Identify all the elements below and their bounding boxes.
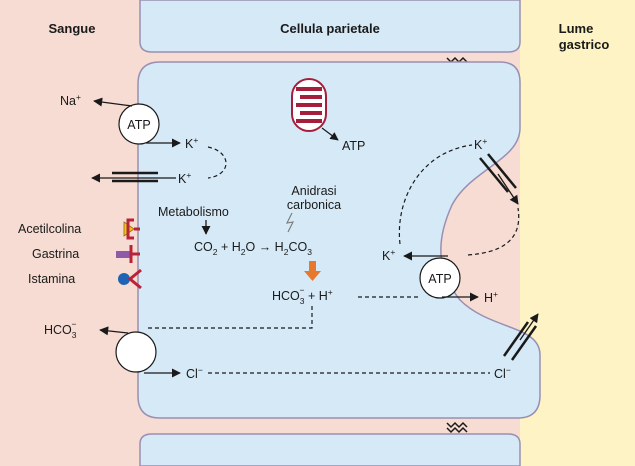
k-apical-in-label: K+ [382, 247, 395, 263]
bicarbonate-blood-label: HCO3− [44, 319, 77, 340]
carbonic-anhydrase-line2: carbonica [287, 198, 341, 212]
histamine-receptor-icon [118, 268, 142, 290]
acetylcholine-label: Acetilcolina [18, 222, 81, 236]
k-apical-out-label: K+ [474, 136, 487, 152]
reaction-equation: CO2 + H2O → H2CO3 [194, 240, 312, 257]
lumen-heading-line2: gastrico [559, 37, 610, 52]
bicarbonate-to-exchanger-dashed [148, 306, 313, 329]
k-in-label: K+ [185, 135, 198, 151]
lower-neighbor-cell [139, 433, 521, 466]
gastrin-receptor-icon [116, 245, 140, 263]
na-label: Na+ [60, 92, 81, 108]
bicarbonate-proton-label: HCO3− + H+ [272, 285, 333, 306]
lumen-heading-line1: Lume [559, 21, 594, 36]
mitochondrion-atp-label: ATP [342, 139, 365, 153]
k-channel-apical [479, 153, 517, 193]
parietal-cell [137, 61, 541, 419]
blood-region [0, 0, 140, 466]
chloride-channel-apical [502, 321, 538, 361]
chloride-out-arrow [519, 313, 539, 341]
gastrin-label: Gastrina [32, 247, 79, 261]
k-recycle-dashed [207, 146, 227, 179]
histamine-label: Istamina [28, 272, 75, 286]
bicarbonate-out-arrow [99, 326, 129, 336]
dissociation-arrow [304, 261, 321, 281]
catalyst-zigzag-icon [286, 212, 294, 233]
upper-neighbor-cell [139, 0, 521, 53]
basolateral-atp-pump [118, 103, 160, 145]
acetylcholine-receptor-icon [123, 218, 140, 240]
k-lumen-return-dashed [467, 207, 520, 256]
proton-lumen-label: H+ [484, 289, 498, 305]
blood-heading: Sangue [49, 21, 96, 36]
k-apical-recycle-dashed [398, 144, 473, 245]
chloride-cell-label: Cl− [186, 365, 203, 381]
chloride-lumen-label: Cl− [494, 365, 511, 381]
k-out-label: K+ [178, 170, 191, 186]
apical-atp-label: ATP [428, 272, 451, 286]
carbonic-anhydrase-line1: Anidrasi [291, 184, 336, 198]
k-channel-apical-arrow [497, 173, 519, 205]
cell-heading: Cellula parietale [280, 21, 380, 36]
mitochondrion-atp-arrow [321, 127, 339, 141]
apical-atp-pump [419, 257, 461, 299]
na-out-arrow [93, 97, 133, 107]
tight-junction-bottom [446, 421, 468, 434]
basolateral-atp-label: ATP [127, 118, 150, 132]
anion-exchanger [115, 331, 157, 373]
mitochondrion-icon [291, 78, 327, 132]
k-channel-basolateral [112, 171, 158, 183]
metabolism-label: Metabolismo [158, 205, 229, 219]
